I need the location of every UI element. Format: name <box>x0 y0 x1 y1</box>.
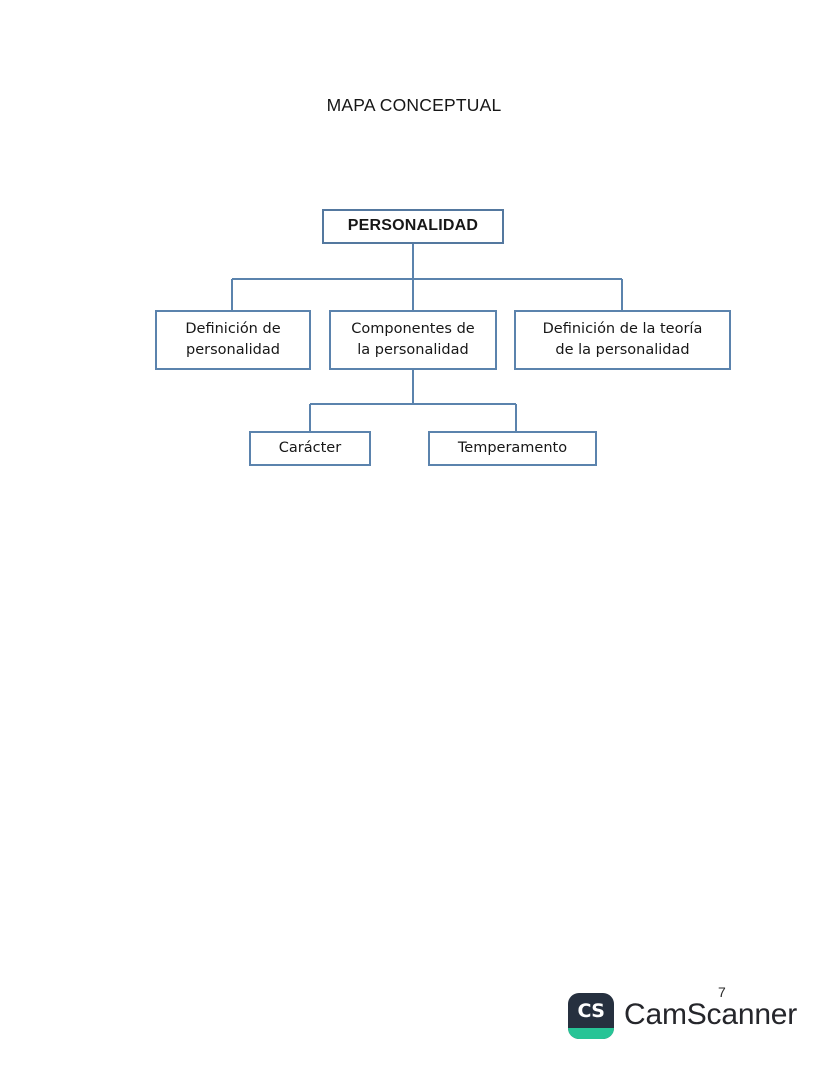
camscanner-watermark: CS CamScanner <box>568 988 808 1048</box>
node-componentes-personalidad[interactable]: Componentes de la personalidad <box>329 310 497 370</box>
node-personalidad[interactable]: PERSONALIDAD <box>322 209 504 244</box>
concept-map-diagram: PERSONALIDAD Definición de personalidad … <box>0 0 828 520</box>
node-label: Temperamento <box>457 440 568 457</box>
node-definicion-teoria[interactable]: Definición de la teoría de la personalid… <box>514 310 731 370</box>
camscanner-logo-letters: CS <box>577 999 605 1022</box>
node-label: Componentes de la personalidad <box>351 321 475 358</box>
camscanner-logo-icon: CS <box>568 993 614 1039</box>
node-caracter[interactable]: Carácter <box>249 431 371 466</box>
node-label: Definición de personalidad <box>185 321 281 358</box>
node-temperamento[interactable]: Temperamento <box>428 431 597 466</box>
camscanner-wordmark: CamScanner <box>624 998 798 1031</box>
page-title: MAPA CONCEPTUAL <box>326 95 502 115</box>
node-definicion-personalidad[interactable]: Definición de personalidad <box>155 310 311 370</box>
connector-lines <box>231 244 623 431</box>
page-number: 7 <box>718 984 726 1000</box>
camscanner-logo-accent-band <box>568 1028 614 1039</box>
node-label: Definición de la teoría de la personalid… <box>542 321 703 358</box>
node-label: Carácter <box>278 440 342 457</box>
node-label: PERSONALIDAD <box>347 217 479 235</box>
